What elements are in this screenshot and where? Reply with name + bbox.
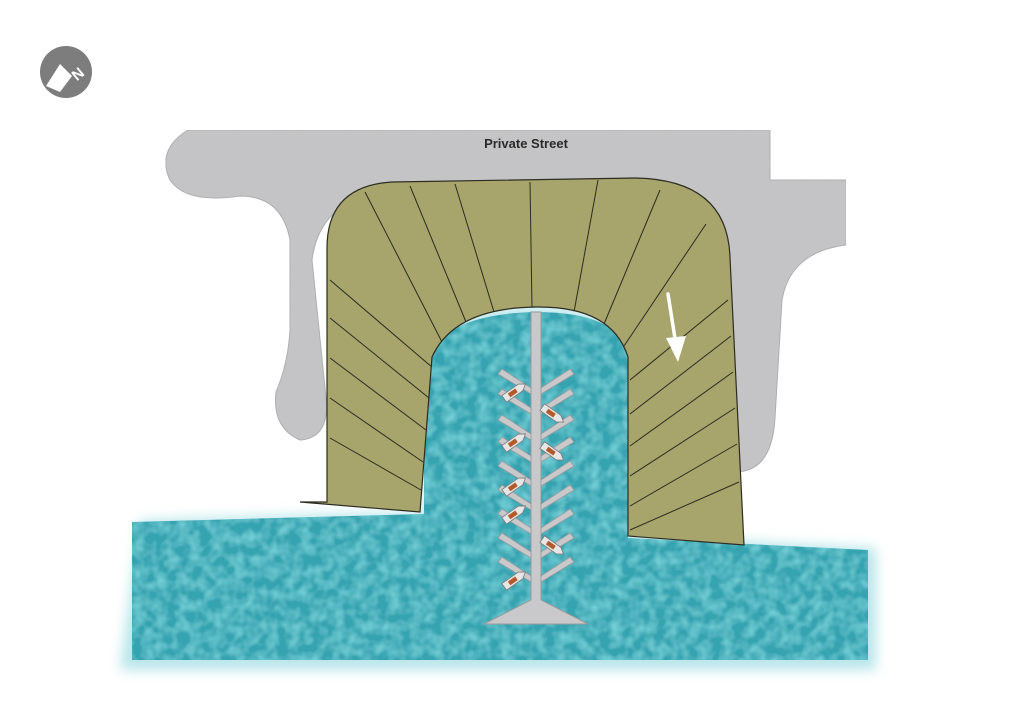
lot-boundary-lines xyxy=(329,179,740,531)
lot-boundary-line xyxy=(409,185,467,323)
boat-icon xyxy=(539,441,565,461)
lot-boundary-line xyxy=(329,437,422,491)
lot-boundary-line xyxy=(603,189,661,325)
lot-boundary-line xyxy=(629,371,734,447)
north-compass-icon: N xyxy=(40,46,92,98)
boat-icon xyxy=(501,433,527,453)
lot-boundary-line xyxy=(329,357,427,431)
boat-icon xyxy=(501,383,527,403)
compass-wedge xyxy=(46,64,72,92)
boat-icon xyxy=(501,505,527,525)
finger-pier-right xyxy=(540,460,575,487)
boat-dock xyxy=(483,311,589,625)
finger-pier-right xyxy=(540,508,575,535)
waterway xyxy=(132,312,868,660)
private-street: Private Street xyxy=(165,129,847,473)
lot-boundary-line xyxy=(623,223,707,347)
water-body xyxy=(132,312,868,660)
finger-pier-right xyxy=(540,484,575,511)
lot-boundary-line xyxy=(629,335,732,415)
waterfront-lots xyxy=(299,177,745,546)
lot-boundary-line xyxy=(329,397,424,463)
lot-boundary-line xyxy=(629,443,738,507)
lot-boundary-line xyxy=(454,183,495,313)
lot-boundary-line xyxy=(329,279,434,369)
finger-pier-right xyxy=(540,436,575,463)
boat-icon xyxy=(501,571,527,591)
flow-arrow-icon xyxy=(666,292,686,362)
finger-pier-right xyxy=(540,368,575,395)
lot-boundary-line xyxy=(364,191,443,343)
street-pavement xyxy=(165,129,847,473)
boat-icon xyxy=(501,477,527,497)
lot-boundary-line xyxy=(529,181,533,309)
finger-pier-left xyxy=(497,532,532,559)
lot-boundary-line xyxy=(573,179,599,313)
boat-icon xyxy=(539,535,565,555)
lot-boundary-line xyxy=(629,481,740,531)
lot-boundary-line xyxy=(629,407,736,477)
lot-boundary-line xyxy=(329,317,430,399)
boat-icon xyxy=(539,403,565,423)
dock-walkway xyxy=(483,311,589,625)
street-name-label: Private Street xyxy=(484,136,568,151)
finger-pier-right xyxy=(540,556,575,583)
moored-boats xyxy=(501,383,565,591)
